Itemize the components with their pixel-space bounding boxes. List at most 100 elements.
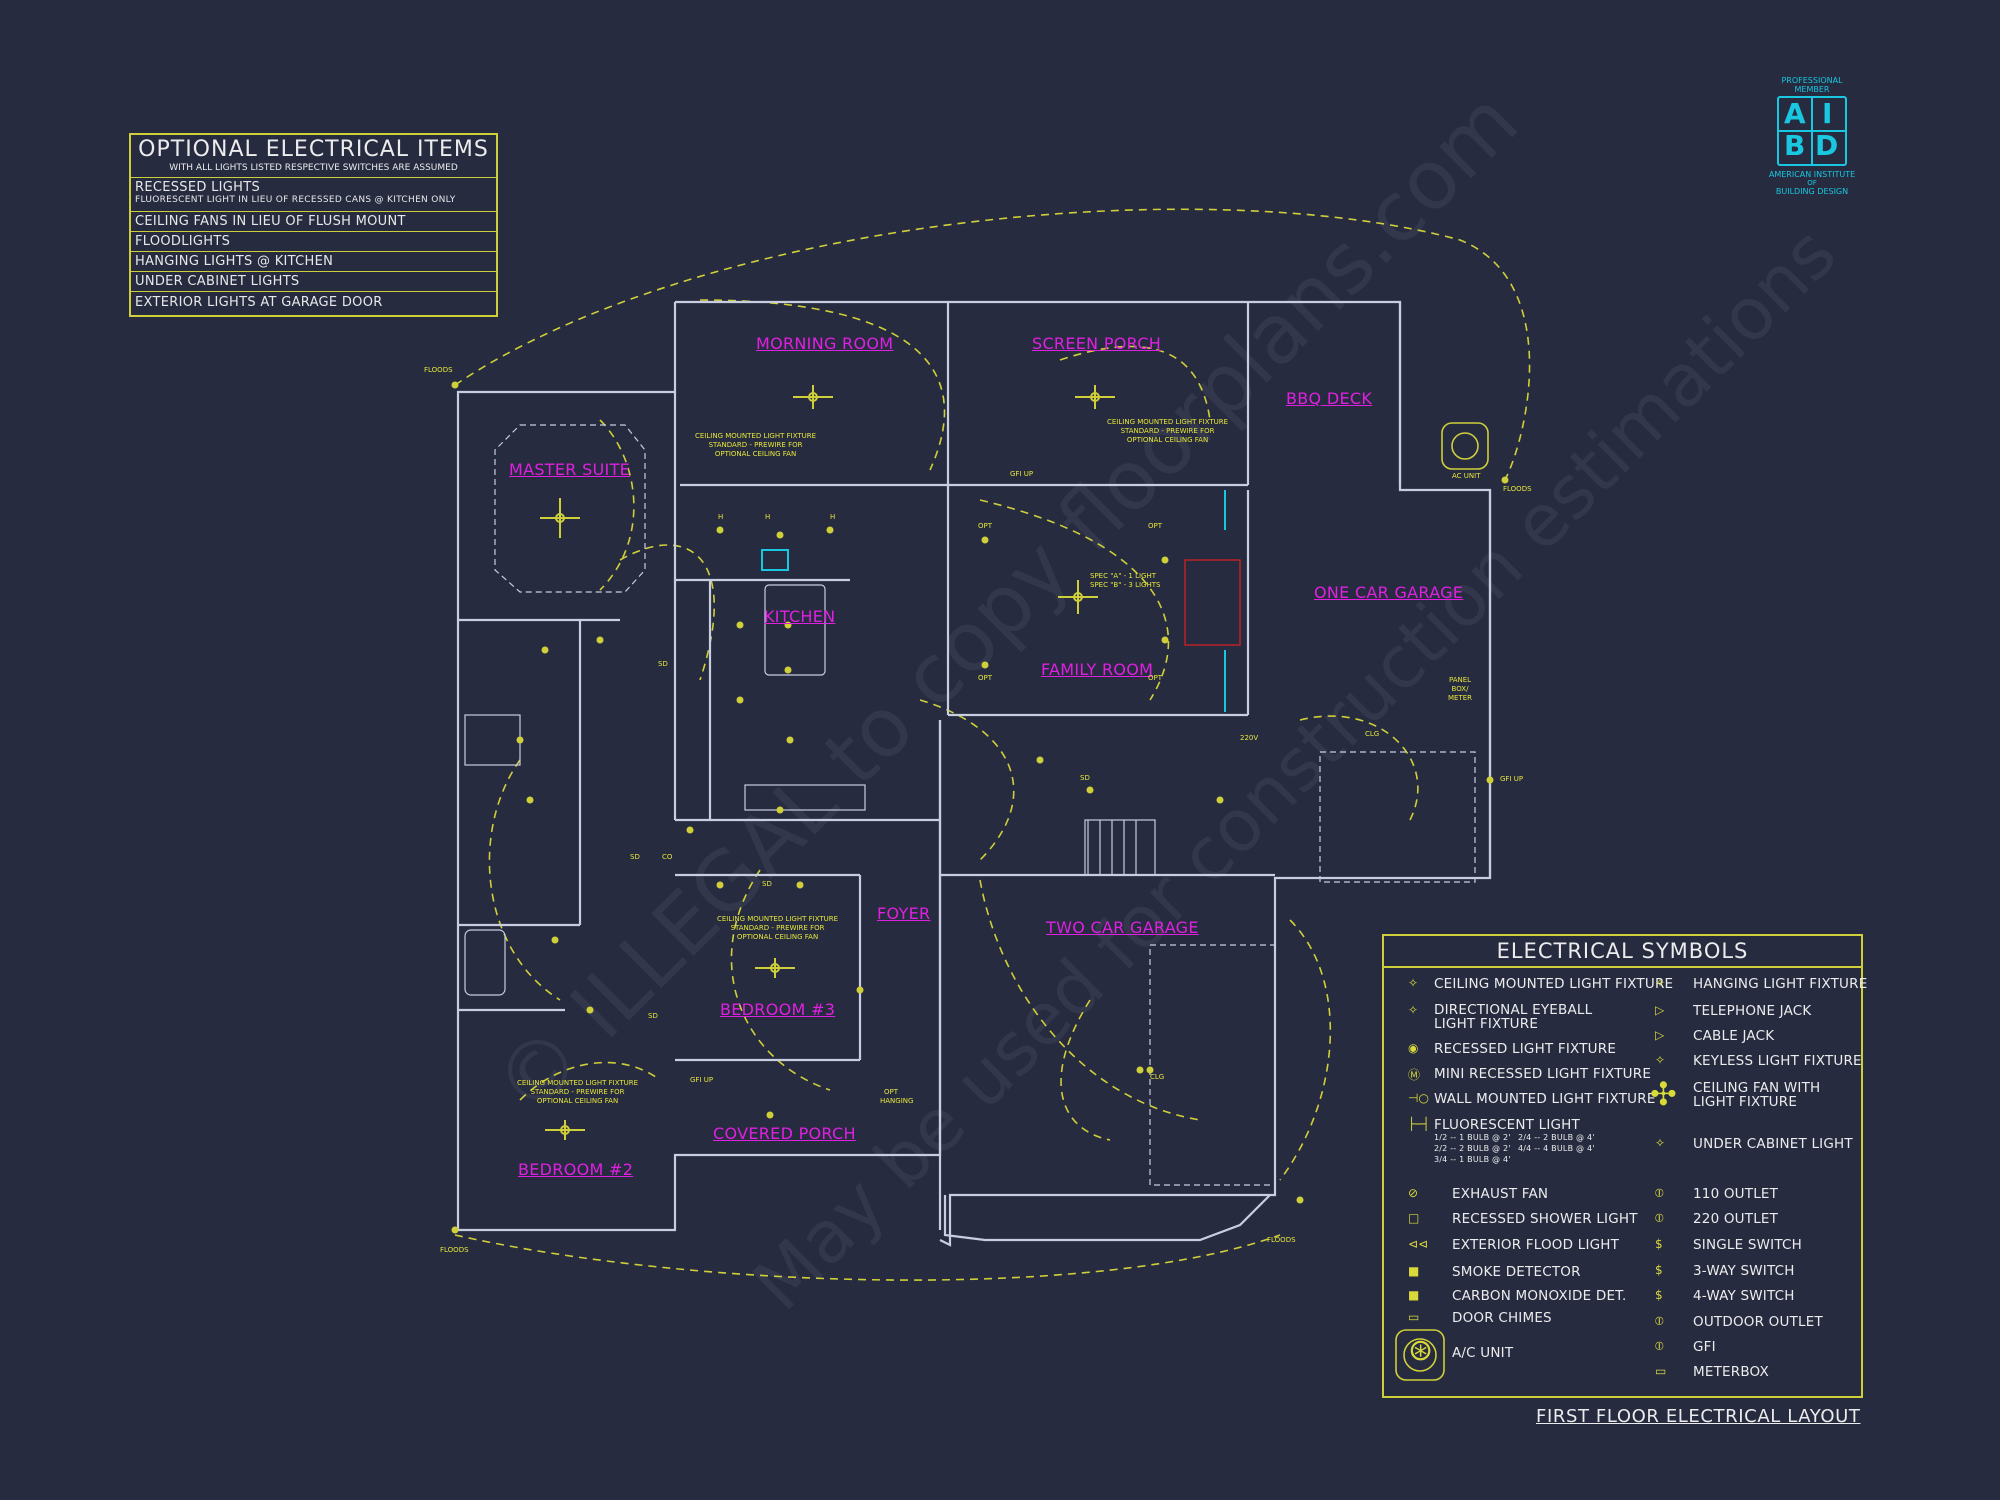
fluorescent-detail: 1/2 -- 1 BULB @ 2' [1434,1133,1511,1142]
room-label-one-car-garage: ONE CAR GARAGE [1314,583,1464,602]
optional-items-subtitle: WITH ALL LIGHTS LISTED RESPECTIVE SWITCH… [169,163,458,173]
symbol-label: UNDER CABINET LIGHT [1693,1136,1853,1152]
symbol-label: TELEPHONE JACK [1693,1003,1812,1019]
symbol-label: 4-WAY SWITCH [1693,1288,1795,1304]
light-fixtures [451,381,1509,1234]
symbol-label: CARBON MONOXIDE DET. [1452,1288,1627,1304]
aibd-logo: PROFESSIONAL MEMBER A I B D AMERICAN INS… [1760,76,1864,196]
door-chime-icon: ▭ [1408,1310,1420,1324]
room-label-morning-room: MORNING ROOM [756,334,894,353]
gfi-up-label: GFI UP [690,1076,714,1084]
symbol-label: 110 OUTLET [1693,1186,1779,1202]
optional-item: CEILING FANS IN LIEU OF FLUSH MOUNT [131,211,496,231]
room-label-kitchen: KITCHEN [764,607,836,626]
flood-light-icon: ⊲⊲ [1408,1237,1429,1251]
symbols-title: ELECTRICAL SYMBOLS [1384,936,1861,968]
panel-label: PANEL BOX/ METER [1447,676,1473,702]
fluorescent-detail: 3/4 -- 1 BULB @ 4' [1434,1155,1511,1164]
floods-label: FLOODS [1503,485,1532,493]
shower-light-icon: □ [1408,1211,1420,1225]
mini-recessed-icon: Ⓜ [1408,1068,1421,1082]
symbol-label: SINGLE SWITCH [1693,1237,1802,1253]
ceiling-light-icon: ✧ [1408,976,1419,990]
floods-label: FLOODS [440,1246,469,1254]
symbol-label: METERBOX [1693,1364,1769,1380]
optional-item: EXTERIOR LIGHTS AT GARAGE DOOR [131,291,496,313]
gfi-icon: ⦶ [1655,1339,1664,1353]
symbol-label: CEILING FAN WITH LIGHT FIXTURE [1693,1080,1821,1110]
ceiling-fan-icon [540,385,1115,1140]
clg-label: CLG [1365,730,1380,738]
symbol-label: 220 OUTLET [1693,1211,1779,1227]
symbol-label: 3-WAY SWITCH [1693,1263,1795,1279]
window-accents [761,490,1226,712]
optional-items-table: OPTIONAL ELECTRICAL ITEMS WITH ALL LIGHT… [129,133,498,317]
meterbox-icon: ▭ [1655,1364,1667,1378]
sheet-title: FIRST FLOOR ELECTRICAL LAYOUT [1536,1406,1861,1427]
symbol-label: CABLE JACK [1693,1028,1775,1044]
symbol-label: WALL MOUNTED LIGHT FIXTURE [1434,1091,1656,1107]
logo-top-text: PROFESSIONAL MEMBER [1781,76,1843,94]
optional-items-title: OPTIONAL ELECTRICAL ITEMS [138,137,489,162]
smoke-detector-label: SD [658,660,668,668]
opt-label: OPT [1148,674,1163,682]
room-label-bedroom-3: BEDROOM #3 [720,1000,836,1019]
cable-jack-icon: ▷ [1655,1028,1665,1042]
walls [456,300,1492,1247]
floods-label: FLOODS [424,366,453,374]
room-label-screen-porch: SCREEN PORCH [1032,334,1162,353]
logo-letter-grid: A I B D [1777,96,1847,166]
hanging-light-label: H [830,513,836,521]
outdoor-outlet-icon: ⦶ [1655,1314,1664,1328]
optional-item: UNDER CABINET LIGHTS [131,271,496,291]
opt-hanging-label: OPT HANGING [880,1088,914,1105]
room-label-master-suite: MASTER SUITE [509,460,631,479]
symbol-label: GFI [1693,1339,1716,1355]
symbol-label: RECESSED LIGHT FIXTURE [1434,1041,1617,1057]
gfi-up-label: GFI UP [1500,775,1524,783]
outlet-220-label: 220V [1240,734,1259,742]
room-label-bedroom-2: BEDROOM #2 [518,1160,634,1179]
opt-label: OPT [978,674,993,682]
eyeball-light-icon: ✧ [1408,1003,1419,1017]
symbol-label: FLUORESCENT LIGHT [1434,1117,1580,1133]
co-detector-icon: ■ [1408,1288,1420,1302]
room-label-bbq-deck: BBQ DECK [1286,389,1373,408]
logo-org-line: OF [1807,179,1817,187]
co-detector-label: CO [662,853,673,861]
exhaust-fan-icon: ⊘ [1408,1186,1419,1200]
room-label-covered-porch: COVERED PORCH [713,1124,856,1143]
optional-item: RECESSED LIGHTS FLUORESCENT LIGHT IN LIE… [131,177,496,211]
three-way-switch-icon: $ [1655,1263,1663,1277]
four-way-switch-icon: $ [1655,1288,1663,1302]
smoke-detector-icon: ■ [1408,1264,1420,1278]
hanging-light-icon: ✧ [1655,976,1666,990]
ac-unit-icon [1395,422,1489,1381]
room-label-family-room: FAMILY ROOM [1041,660,1154,679]
symbol-label: OUTDOOR OUTLET [1693,1314,1823,1330]
symbol-label: KEYLESS LIGHT FIXTURE [1693,1053,1862,1069]
smoke-detector-label: SD [762,880,772,888]
ac-unit-label: AC UNIT [1452,472,1481,480]
symbol-label: DIRECTIONAL EYEBALL LIGHT FIXTURE [1434,1002,1593,1032]
hanging-light-label: H [765,513,771,521]
room-label-foyer: FOYER [877,904,931,923]
room-label-two-car-garage: TWO CAR GARAGE [1046,918,1199,937]
smoke-detector-label: SD [630,853,640,861]
outlet-220-icon: ⦶ [1655,1211,1664,1225]
ceiling-fan-icon: ✣ [1650,1075,1677,1113]
symbol-label: CEILING MOUNTED LIGHT FIXTURE [1434,976,1674,992]
under-cabinet-icon: ✧ [1655,1136,1666,1150]
symbol-label: HANGING LIGHT FIXTURE [1693,976,1868,992]
symbol-label: SMOKE DETECTOR [1452,1264,1581,1280]
symbol-label: MINI RECESSED LIGHT FIXTURE [1434,1066,1652,1082]
symbol-label: DOOR CHIMES [1452,1310,1552,1326]
ac-unit-icon: ⊛ [1408,1333,1434,1368]
outlet-110-icon: ⦶ [1655,1186,1664,1200]
hanging-light-label: H [718,513,724,521]
